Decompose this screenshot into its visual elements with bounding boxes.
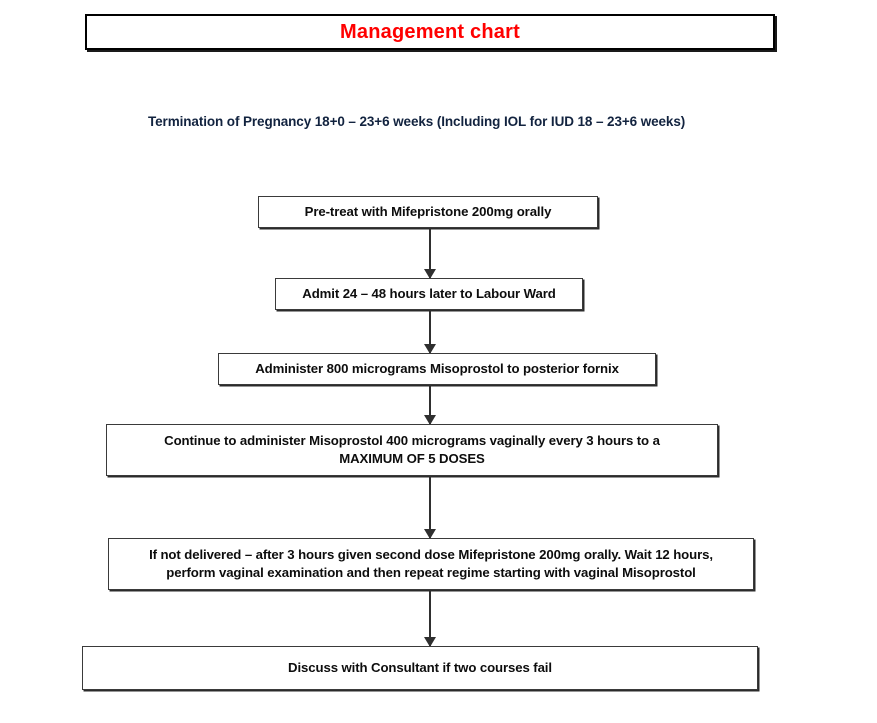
flow-node-label: Pre-treat with Mifepristone 200mg orally: [304, 204, 552, 220]
flow-node-discuss-consultant: Discuss with Consultant if two courses f…: [82, 646, 758, 690]
flow-arrow-4-to-5: [429, 476, 431, 538]
title-banner: Management chart: [85, 14, 775, 50]
flow-node-if-not-delivered: If not delivered – after 3 hours given s…: [108, 538, 754, 590]
page-title: Management chart: [340, 21, 520, 43]
flow-node-pre-treat: Pre-treat with Mifepristone 200mg orally: [258, 196, 598, 228]
flow-node-label: If not delivered – after 3 hours given s…: [149, 547, 713, 580]
flow-node-label: Administer 800 micrograms Misoprostol to…: [255, 361, 619, 377]
chart-subtitle: Termination of Pregnancy 18+0 – 23+6 wee…: [148, 114, 686, 129]
flow-arrow-3-to-4: [429, 385, 431, 424]
flow-arrow-2-to-3: [429, 310, 431, 353]
flow-node-continue-misoprostol: Continue to administer Misoprostol 400 m…: [106, 424, 718, 476]
flow-node-label: Continue to administer Misoprostol 400 m…: [164, 433, 660, 466]
flow-arrow-1-to-2: [429, 228, 431, 278]
flow-arrow-5-to-6: [429, 590, 431, 646]
flow-node-administer-misoprostol: Administer 800 micrograms Misoprostol to…: [218, 353, 656, 385]
flow-node-label: Discuss with Consultant if two courses f…: [288, 660, 552, 676]
flow-node-admit: Admit 24 – 48 hours later to Labour Ward: [275, 278, 583, 310]
flow-node-label: Admit 24 – 48 hours later to Labour Ward: [302, 286, 556, 302]
